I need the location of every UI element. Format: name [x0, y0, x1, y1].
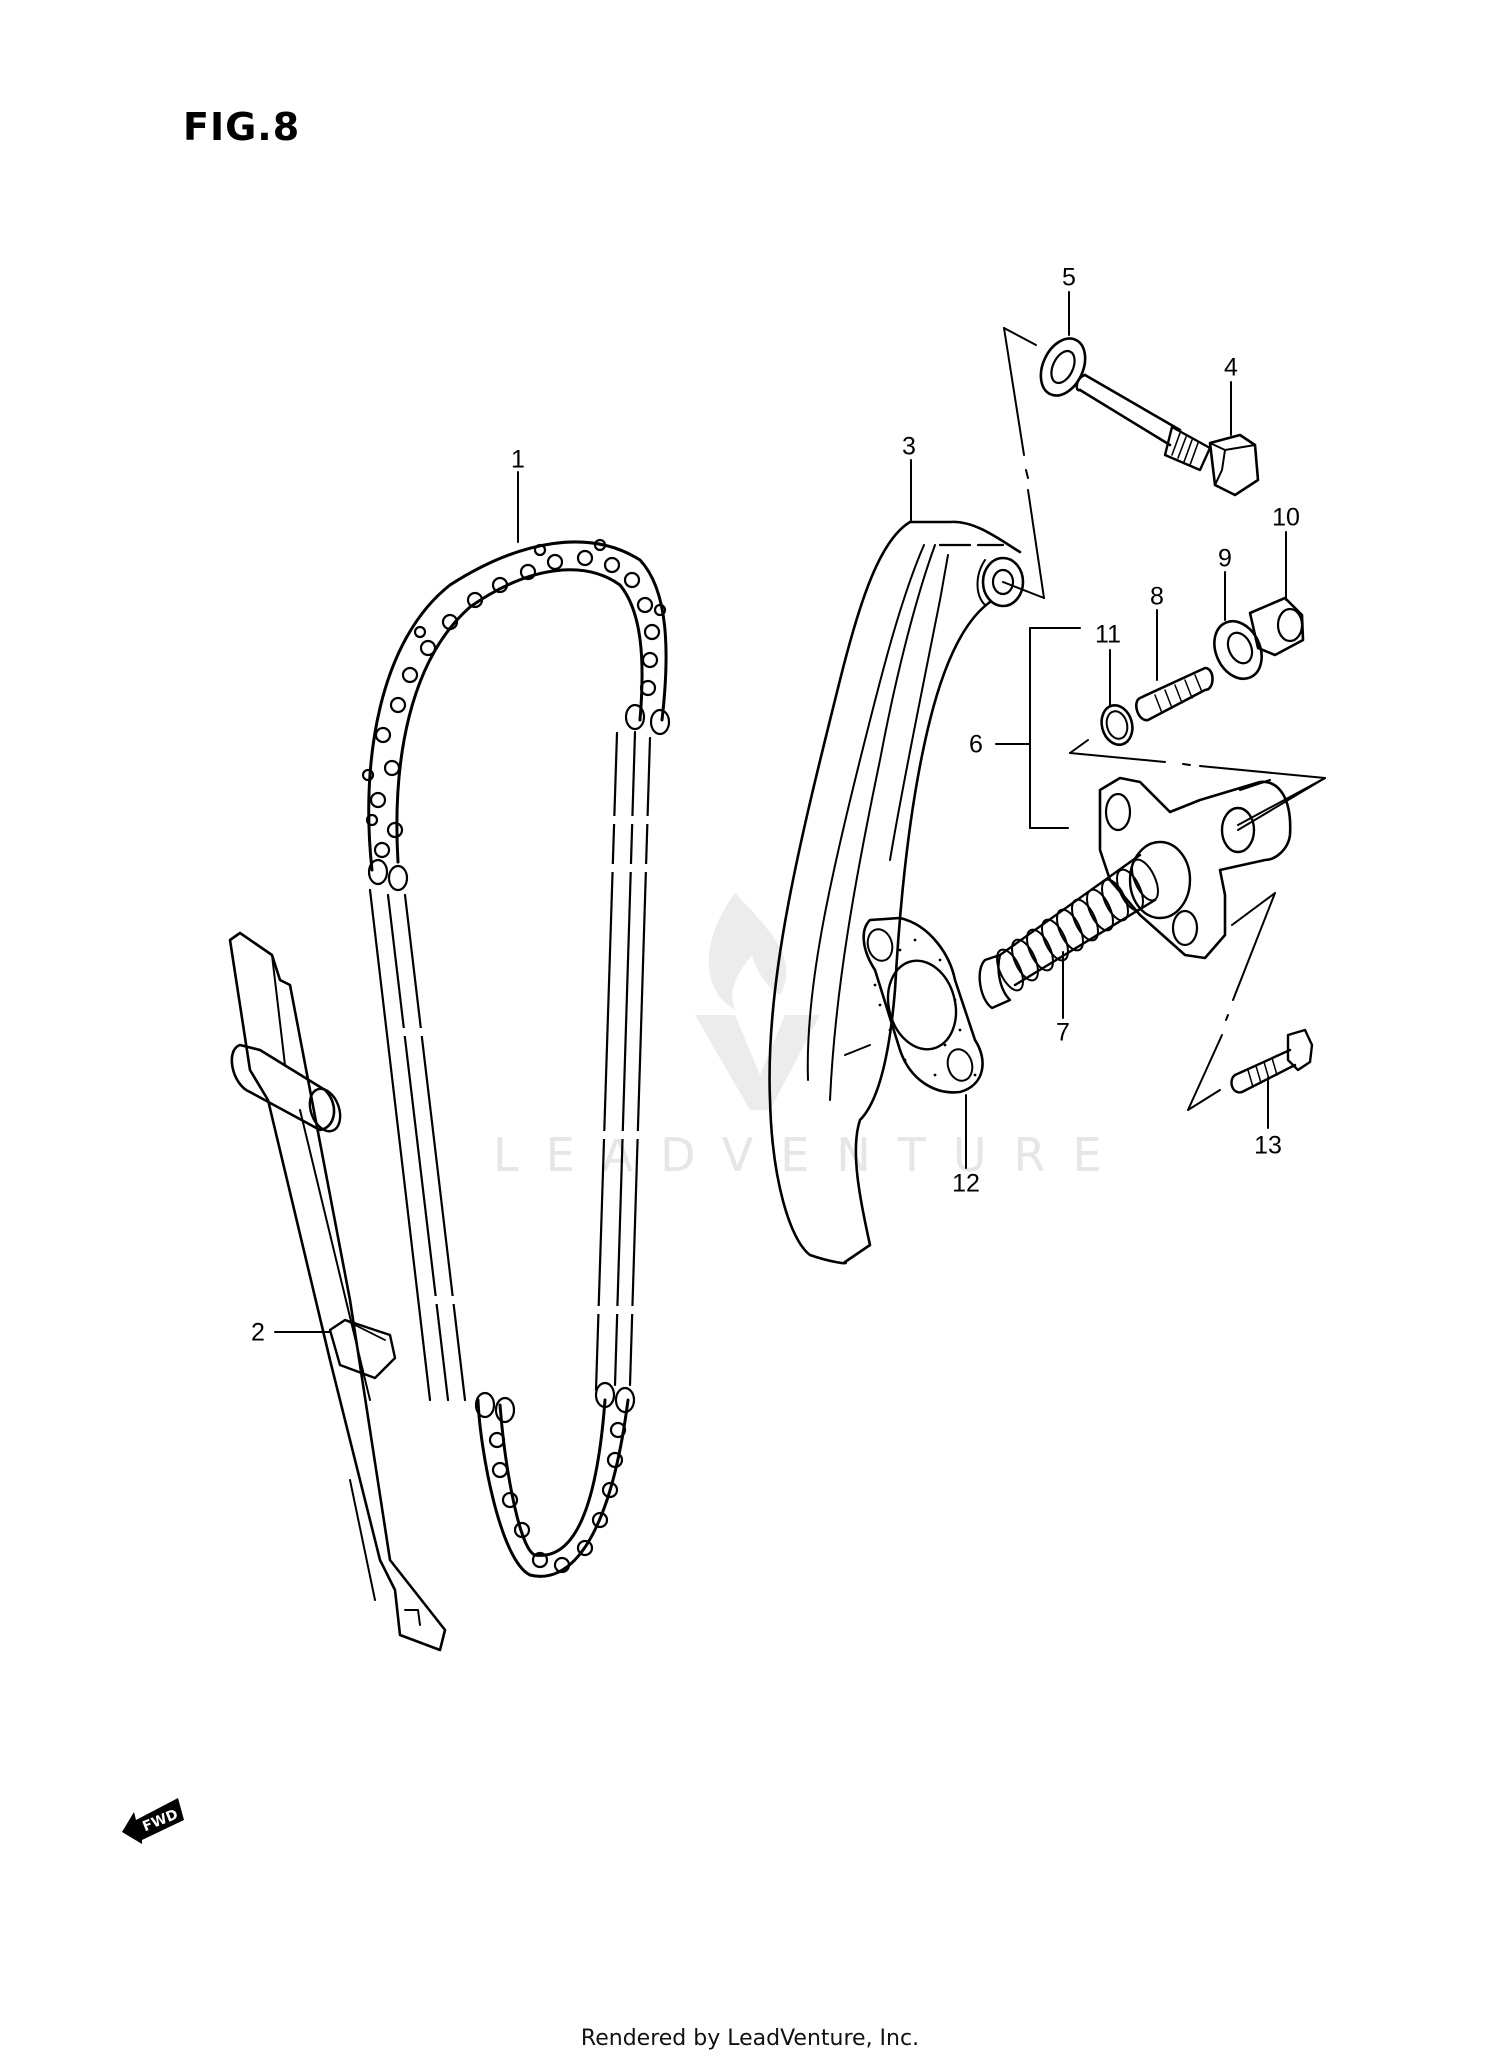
assembly-bracket: [995, 627, 1081, 829]
part-label-1[interactable]: 1: [511, 445, 525, 474]
part-label-5[interactable]: 5: [1062, 263, 1076, 292]
part-label-13[interactable]: 13: [1254, 1131, 1282, 1160]
pivot-alignment-lines: [1003, 327, 1045, 599]
part-label-9[interactable]: 9: [1218, 544, 1232, 573]
part-label-12[interactable]: 12: [952, 1169, 980, 1198]
cam-chain-drawing: [361, 471, 671, 1578]
mounting-bolt-drawing: [1230, 1028, 1314, 1129]
adjuster-hardware-drawing: [1100, 531, 1305, 747]
pivot-bolt-drawing: [1075, 373, 1260, 497]
part-label-6[interactable]: 6: [969, 730, 983, 759]
part-label-7[interactable]: 7: [1056, 1018, 1070, 1047]
part-label-3[interactable]: 3: [902, 432, 916, 461]
chain-guide-drawing: [228, 931, 447, 1652]
tensioner-body-drawing: [978, 776, 1326, 1019]
part-label-2[interactable]: 2: [251, 1318, 265, 1347]
gasket-drawing: [862, 916, 984, 1169]
part-label-8[interactable]: 8: [1150, 582, 1164, 611]
tensioner-arm-drawing: [768, 459, 1045, 1265]
footer-credit: Rendered by LeadVenture, Inc.: [580, 2026, 920, 2051]
part-label-11[interactable]: 11: [1095, 620, 1121, 649]
part-label-10[interactable]: 10: [1272, 503, 1300, 532]
figure-title: FIG.8: [183, 105, 301, 149]
washer-drawing: [1039, 291, 1087, 397]
part-label-4[interactable]: 4: [1224, 353, 1238, 382]
forward-arrow-icon: FWD: [122, 1798, 184, 1844]
